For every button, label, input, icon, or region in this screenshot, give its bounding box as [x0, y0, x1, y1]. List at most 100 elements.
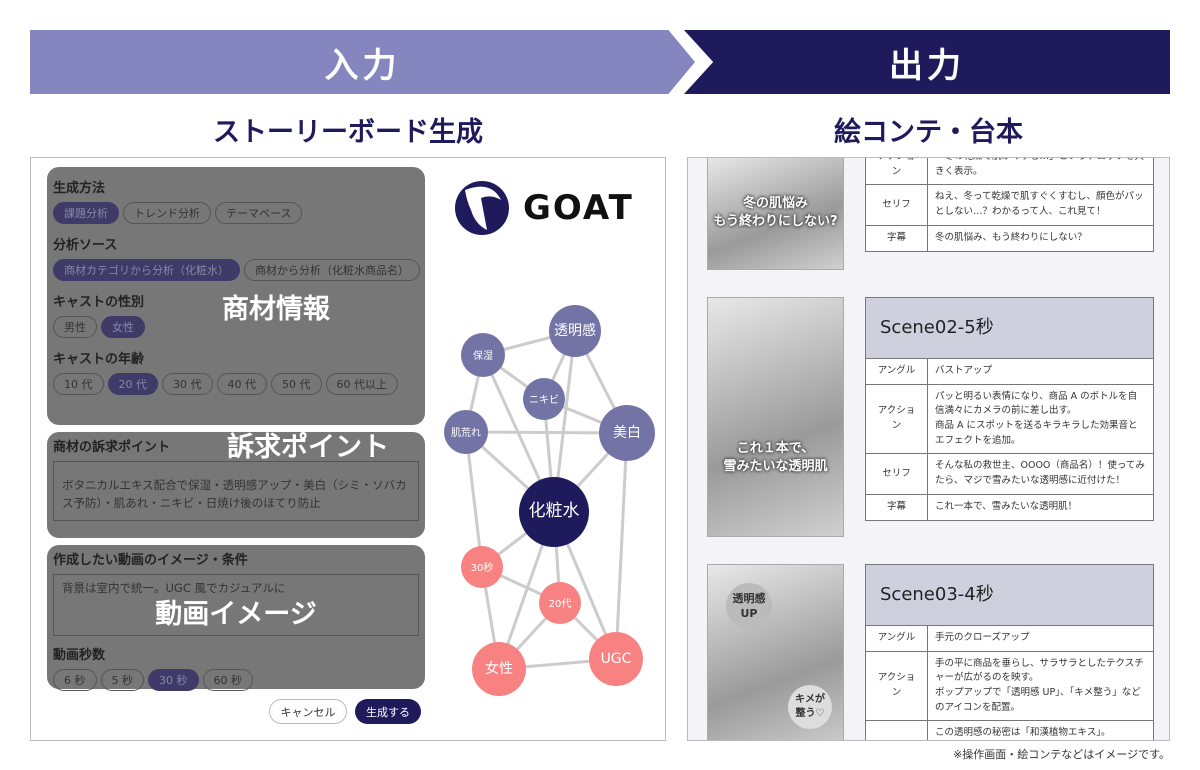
keyword-network-graph: 保湿透明感ニキビ肌荒れ美白化粧水30秒20代女性UGC — [444, 305, 655, 696]
graph-node — [549, 305, 601, 357]
cancel-button[interactable]: キャンセル — [269, 699, 347, 724]
row-key: アングル — [865, 357, 928, 385]
row-value: バストアップ — [927, 357, 1154, 385]
table-row: アングル手元のクローズアップ — [865, 624, 1154, 652]
table-row: 字幕これ一本で、雪みたいな透明肌！ — [865, 493, 1154, 521]
graph-node — [472, 642, 526, 696]
logo-text: GOAT — [523, 188, 634, 228]
row-key: アクション — [865, 650, 928, 722]
graph-node — [444, 410, 488, 454]
right-subtitle: 絵コンテ・台本 — [834, 117, 1023, 148]
graph-node — [519, 477, 589, 547]
row-key — [865, 720, 928, 740]
row-value: 手元のクローズアップ — [927, 624, 1154, 652]
source-option[interactable]: 商材から分析（化粧水商品名） — [244, 259, 420, 281]
generate-button[interactable]: 生成する — [355, 699, 421, 724]
scene1-image: 冬の肌悩み もう終わりにしない? — [707, 158, 844, 270]
output-label: 出力 — [889, 45, 965, 86]
graph-node-label: 女性 — [485, 660, 513, 677]
video-image-textarea[interactable]: 背景は室内で統一。UGC 風でカジュアルに — [53, 574, 419, 636]
left-subtitle: ストーリーボード生成 — [213, 117, 483, 148]
scene1-table: アクション「冬の乾燥で肌がくすむ…」というテロップを大きく表示。セリフねえ、冬っ… — [865, 158, 1154, 252]
table-row: アクション手の平に商品を垂らし、サラサラとしたテクスチャーが広がるのを映す。 ポ… — [865, 650, 1154, 722]
storyboard-output-panel: 冬の肌悩み もう終わりにしない? アクション「冬の乾燥で肌がくすむ…」というテロ… — [687, 157, 1170, 741]
graph-node — [539, 582, 581, 624]
goat-logo: GOAT — [451, 180, 634, 236]
seconds-option[interactable]: 60 秒 — [202, 669, 253, 691]
graph-node — [461, 333, 505, 377]
graph-node-label: 30秒 — [471, 561, 494, 574]
graph-node — [599, 405, 655, 461]
table-row: セリフねえ、冬って乾燥で肌すぐくすむし、顔色がパッとしない…？わかるって人、これ… — [865, 184, 1154, 226]
gender-label: キャストの性別 — [53, 295, 145, 310]
row-value: この透明感の秘密は「和漢植物エキス」。 — [927, 720, 1154, 740]
table-row: セリフそんな私の救世主、OOOO（商品名）！使ってみたら、マジで雪みたいな透明感… — [865, 453, 1154, 495]
age-option[interactable]: 40 代 — [216, 373, 267, 395]
age-label: キャストの年齢 — [53, 352, 145, 367]
method-label: 生成方法 — [53, 181, 106, 196]
seconds-option[interactable]: 5 秒 — [100, 669, 144, 691]
scene2-table: Scene02-5秒アングルバストアップアクションパッと明るい表情になり、商品 … — [865, 297, 1154, 521]
seconds-option[interactable]: 30 秒 — [148, 669, 199, 691]
graph-node-label: 透明感 — [554, 322, 596, 339]
scene2-image: これ１本で、 雪みたいな透明肌 — [707, 297, 844, 537]
storyboard-form-panel: 生成方法 課題分析トレンド分析テーマベース 分析ソース 商材カテゴリから分析（化… — [30, 157, 666, 741]
table-row: アングルバストアップ — [865, 357, 1154, 385]
age-option[interactable]: 10 代 — [53, 373, 104, 395]
disclaimer-note: ※操作画面・絵コンテなどはイメージです。 — [953, 748, 1170, 761]
table-row: アクション「冬の乾燥で肌がくすむ…」というテロップを大きく表示。 — [865, 158, 1154, 186]
scene3-image: 透明感 UP キメが 整う♡ — [707, 564, 844, 740]
clarity-up-badge: 透明感 UP — [726, 583, 772, 629]
input-banner: 入力 — [30, 30, 695, 94]
graph-node-label: 保湿 — [473, 349, 493, 362]
method-option[interactable]: テーマベース — [215, 202, 303, 224]
product-info-section: 生成方法 課題分析トレンド分析テーマベース 分析ソース 商材カテゴリから分析（化… — [47, 167, 425, 425]
row-value: 手の平に商品を垂らし、サラサラとしたテクスチャーが広がるのを映す。 ポップアップ… — [927, 650, 1154, 722]
graph-node-label: ニキビ — [529, 394, 559, 406]
gender-option[interactable]: 女性 — [101, 316, 145, 338]
input-label: 入力 — [324, 45, 401, 86]
gender-options: 男性女性 — [53, 316, 419, 338]
age-option[interactable]: 30 代 — [162, 373, 213, 395]
table-row: アクションパッと明るい表情になり、商品 A のボトルを自信満々にカメラの前に差し… — [865, 383, 1154, 455]
method-options: 課題分析トレンド分析テーマベース — [53, 202, 419, 224]
age-option[interactable]: 60 代以上 — [325, 373, 398, 395]
graph-node — [589, 632, 643, 686]
graph-node-label: UGC — [601, 651, 632, 667]
row-value: 冬の肌悩み、もう終わりにしない？ — [927, 224, 1154, 252]
appeal-section: 商材の訴求ポイント ボタニカルエキス配合で保湿・透明感アップ・美白（シミ・ソバカ… — [47, 432, 425, 538]
row-key: アクション — [865, 158, 928, 186]
row-key: セリフ — [865, 453, 928, 495]
row-value: これ一本で、雪みたいな透明肌！ — [927, 493, 1154, 521]
graph-node-label: 20代 — [549, 598, 572, 610]
row-key: セリフ — [865, 184, 928, 226]
row-value: 「冬の乾燥で肌がくすむ…」というテロップを大きく表示。 — [927, 158, 1154, 186]
graph-node-label: 美白 — [613, 425, 641, 441]
method-option[interactable]: 課題分析 — [53, 202, 119, 224]
row-value: ねえ、冬って乾燥で肌すぐくすむし、顔色がパッとしない…？わかるって人、これ見て！ — [927, 184, 1154, 226]
graph-node-label: 化粧水 — [529, 501, 580, 521]
gender-option[interactable]: 男性 — [53, 316, 97, 338]
table-row: この透明感の秘密は「和漢植物エキス」。 — [865, 720, 1154, 740]
video-image-section: 作成したい動画のイメージ・条件 背景は室内で統一。UGC 風でカジュアルに 動画… — [47, 545, 425, 691]
graph-node — [461, 546, 503, 588]
seconds-option[interactable]: 6 秒 — [53, 669, 97, 691]
texture-badge: キメが 整う♡ — [788, 685, 832, 729]
appeal-label: 商材の訴求ポイント — [53, 440, 171, 455]
age-option[interactable]: 50 代 — [271, 373, 322, 395]
table-row: 字幕冬の肌悩み、もう終わりにしない？ — [865, 224, 1154, 252]
appeal-textarea[interactable]: ボタニカルエキス配合で保湿・透明感アップ・美白（シミ・ソバカス予防）・肌あれ・ニ… — [53, 461, 419, 521]
goat-head-icon — [455, 181, 509, 235]
graph-edge — [464, 431, 484, 568]
row-value: パッと明るい表情になり、商品 A のボトルを自信満々にカメラの前に差し出す。 商… — [927, 383, 1154, 455]
scene3-table: Scene03-4秒アングル手元のクローズアップアクション手の平に商品を垂らし、… — [865, 564, 1154, 740]
video-image-label: 作成したい動画のイメージ・条件 — [53, 553, 248, 568]
age-option[interactable]: 20 代 — [107, 373, 158, 395]
row-value: そんな私の救世主、OOOO（商品名）！使ってみたら、マジで雪みたいな透明感に近付… — [927, 453, 1154, 495]
method-option[interactable]: トレンド分析 — [123, 202, 211, 224]
source-option[interactable]: 商材カテゴリから分析（化粧水） — [53, 259, 240, 281]
row-key: 字幕 — [865, 224, 928, 252]
graph-node — [523, 378, 565, 420]
